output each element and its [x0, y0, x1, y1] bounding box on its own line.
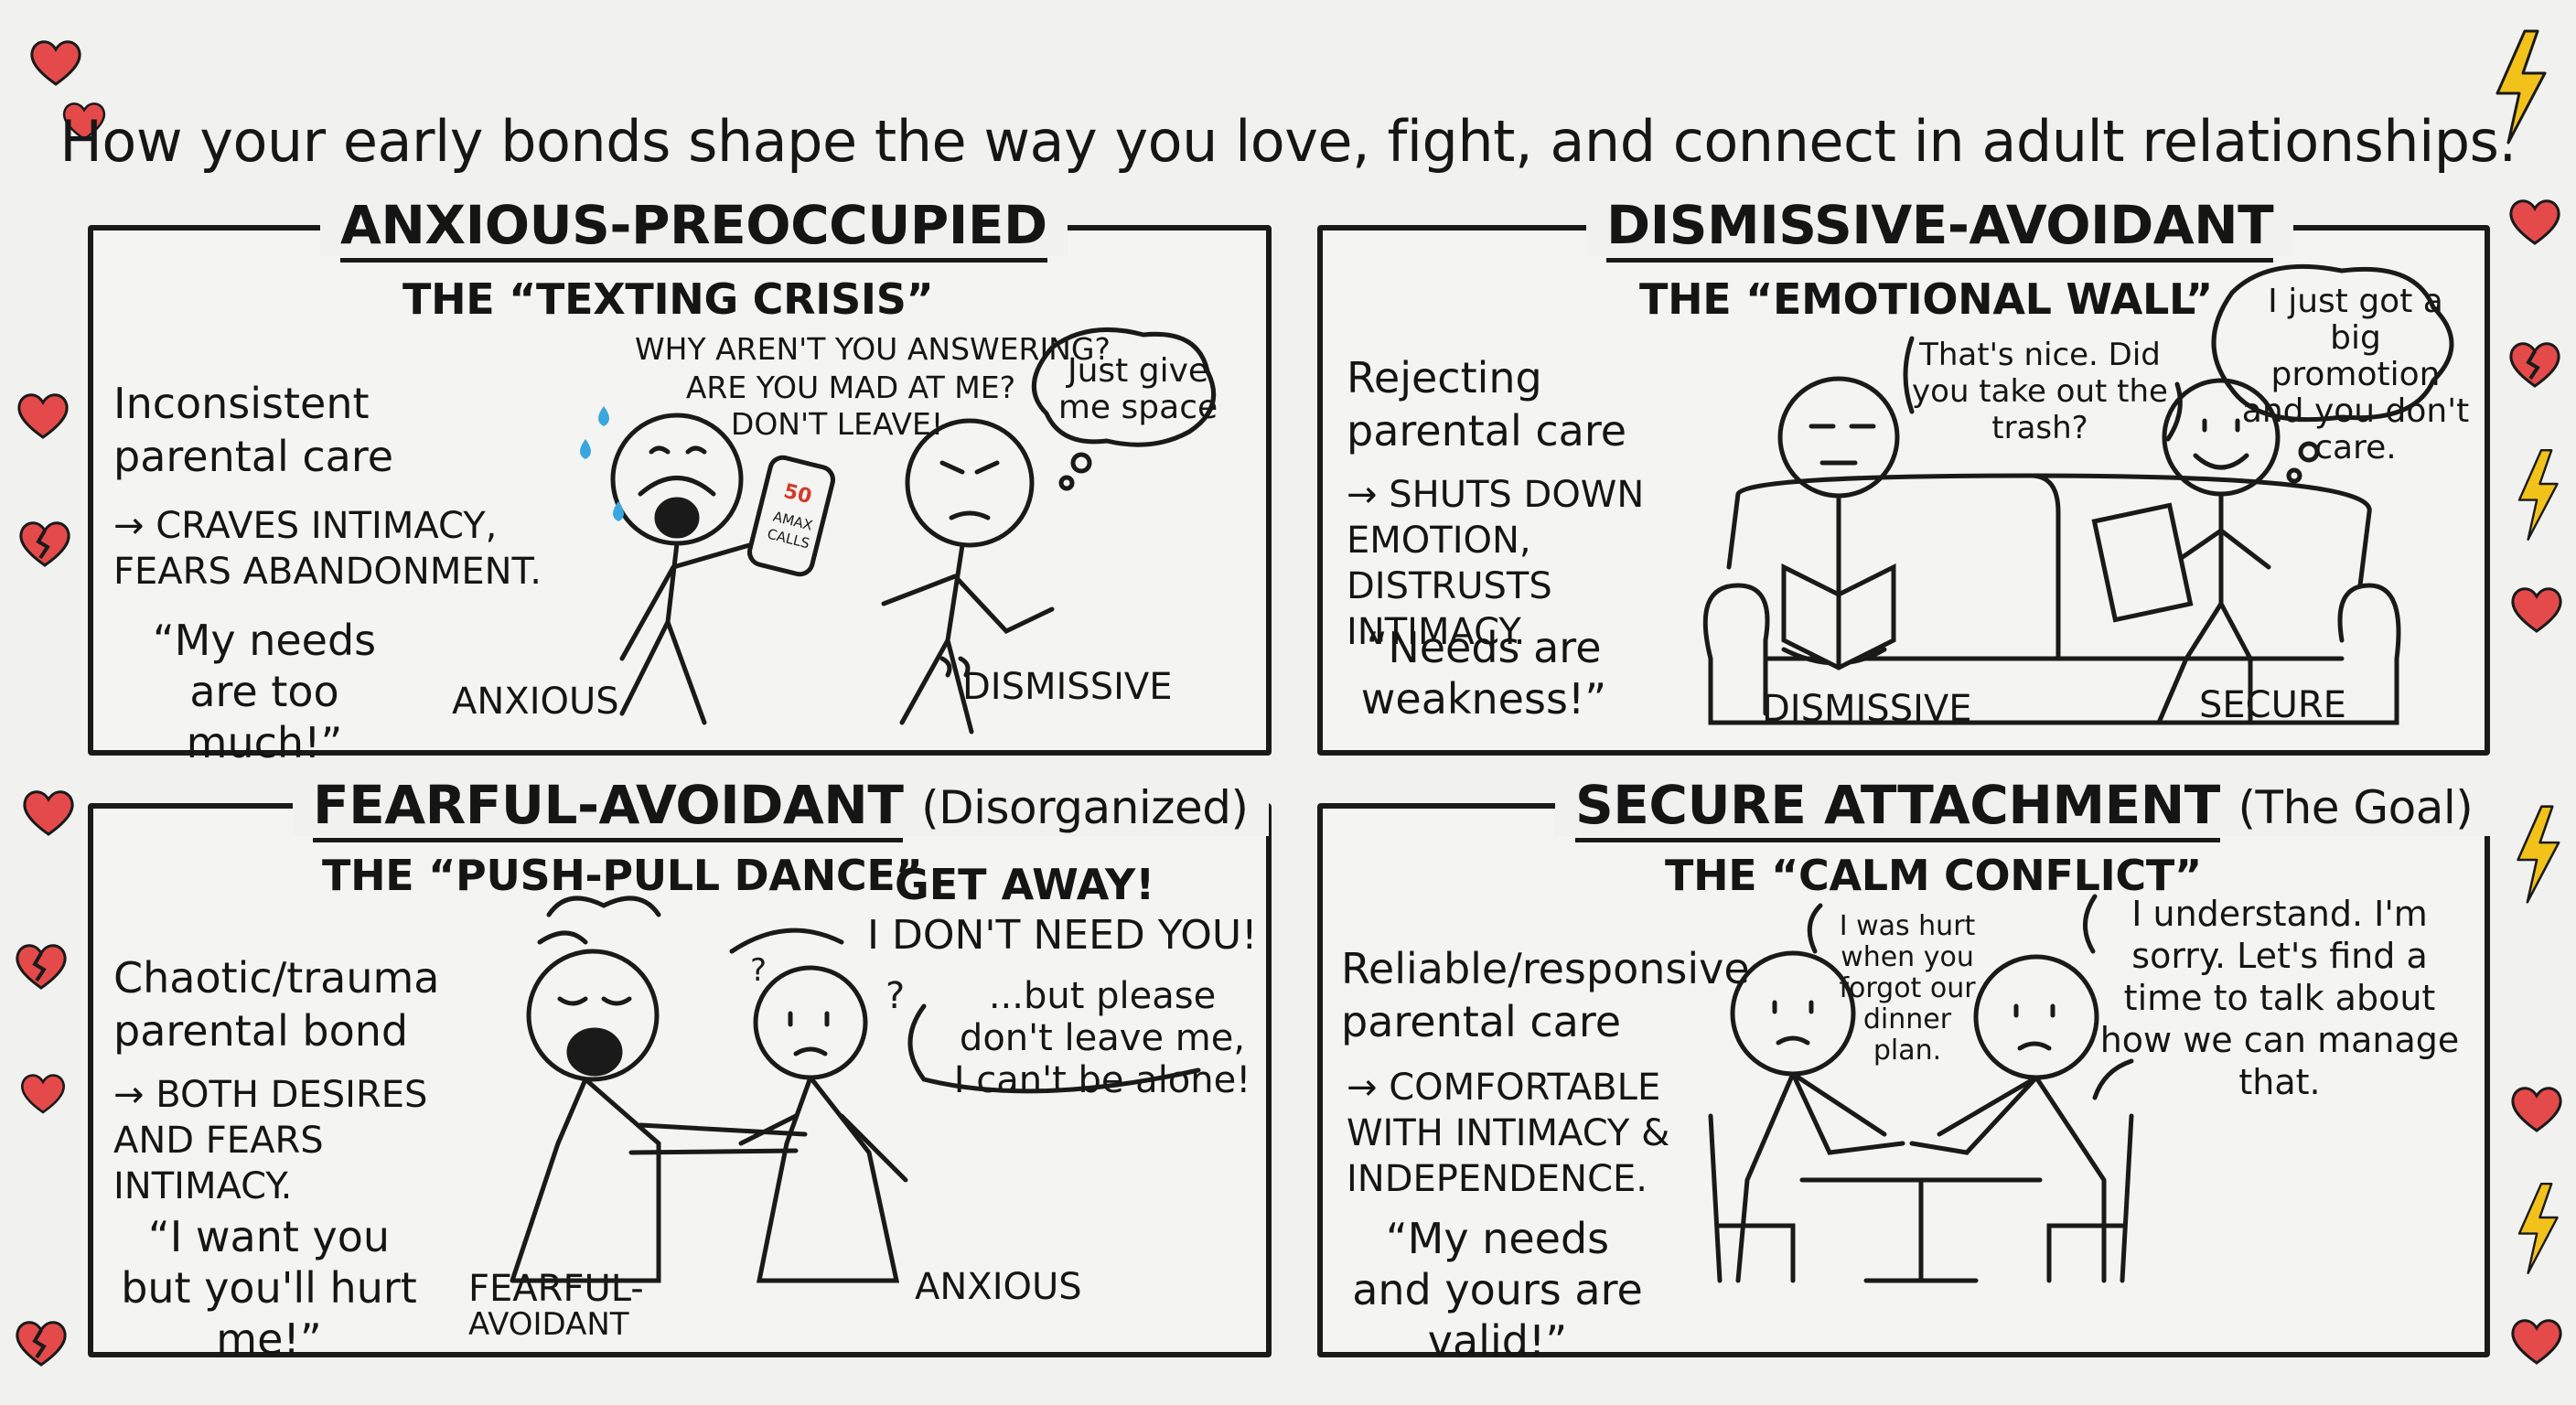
- question-mark-icon: ?: [886, 975, 905, 1017]
- quote-text: “I want you but you'll hurt me!”: [121, 1212, 417, 1364]
- speech-bubble-text: I was hurt when you forgot our dinner pl…: [1839, 910, 1976, 1067]
- scene-title: THE “EMOTIONAL WALL”: [1639, 274, 2213, 324]
- character-label: AVOIDANT: [468, 1306, 629, 1343]
- panel-fearful-avoidant: [88, 803, 1272, 1357]
- heart-icon: [20, 787, 77, 838]
- lightning-bolt-icon: [2512, 1178, 2563, 1279]
- thought-bubble-text: Just give me space: [1057, 352, 1218, 426]
- panel-anxious-preoccupied: [88, 225, 1272, 756]
- speech-bubble-text: GET AWAY!: [895, 860, 1155, 909]
- scene-title: THE “PUSH-PULL DANCE”: [322, 851, 923, 900]
- quote-text: “Needs are weakness!”: [1360, 623, 1607, 724]
- speech-bubble-text: WHY AREN'T YOU ANSWERING?: [635, 331, 1111, 367]
- speech-bubble-text: ...but please don't leave me, I can't be…: [953, 975, 1251, 1101]
- broken-heart-icon: [2506, 338, 2563, 390]
- lightning-bolt-icon: [2512, 445, 2563, 545]
- heart-icon: [15, 390, 71, 441]
- panel-title-text: FEARFUL-AVOIDANT: [313, 774, 904, 842]
- effect-text: → COMFORTABLE WITH INTIMACY & INDEPENDEN…: [1347, 1067, 1670, 1200]
- quote-text: “My needs and yours are valid!”: [1352, 1214, 1643, 1366]
- panel-secure-attachment: [1317, 803, 2490, 1357]
- character-label: DISMISSIVE: [962, 666, 1173, 708]
- heart-icon: [2506, 196, 2563, 247]
- heart-icon: [27, 37, 84, 88]
- panel-title-paren: (The Goal): [2238, 781, 2474, 834]
- speech-bubble-text: I DON'T NEED YOU!: [867, 912, 1258, 959]
- panel-title-text: SECURE ATTACHMENT: [1575, 774, 2220, 842]
- character-label: SECURE: [2199, 684, 2346, 726]
- heart-icon: [2508, 1083, 2565, 1134]
- character-label: ANXIOUS: [915, 1266, 1082, 1308]
- heart-icon: [2508, 584, 2565, 635]
- broken-heart-icon: [13, 1317, 70, 1368]
- effect-text: → BOTH DESIRES AND FEARS INTIMACY.: [113, 1074, 428, 1207]
- panel-title-text: DISMISSIVE-AVOIDANT: [1606, 194, 2274, 263]
- cause-text: Reliable/responsive parental care: [1341, 944, 1750, 1046]
- cause-text: Chaotic/trauma parental bond: [113, 953, 440, 1056]
- speech-bubble-text: DON'T LEAVE!: [730, 406, 944, 442]
- character-label: ANXIOUS: [452, 681, 619, 723]
- speech-bubble-text: I understand. I'm sorry. Let's find a ti…: [2099, 894, 2460, 1102]
- panel-title: FEARFUL-AVOIDANT (Disorganized): [293, 774, 1269, 842]
- page-subtitle: How your early bonds shape the way you l…: [59, 108, 2517, 175]
- panel-title: SECURE ATTACHMENT (The Goal): [1555, 774, 2494, 842]
- cause-text: Inconsistent parental care: [113, 379, 394, 481]
- heart-icon: [2508, 1315, 2565, 1367]
- quote-text: “My needs are too much!”: [152, 616, 377, 767]
- cause-text: Rejecting parental care: [1347, 353, 1627, 456]
- panel-title-paren: (Disorganized): [921, 781, 1249, 834]
- heart-icon: [60, 99, 108, 143]
- thought-bubble-text: I just got a big promotion and you don't…: [2241, 283, 2470, 467]
- scene-title: THE “TEXTING CRISIS”: [402, 274, 934, 324]
- panel-title: ANXIOUS-PREOCCUPIED: [320, 194, 1068, 263]
- lightning-bolt-icon: [2510, 801, 2565, 907]
- lightning-bolt-icon: [2488, 27, 2552, 146]
- scene-title: THE “CALM CONFLICT”: [1665, 851, 2202, 900]
- speech-bubble-text: ARE YOU MAD AT ME?: [685, 370, 1016, 405]
- heart-icon: [18, 1070, 68, 1116]
- broken-heart-icon: [16, 518, 73, 569]
- effect-text: → SHUTS DOWN EMOTION, DISTRUSTS INTIMACY…: [1347, 474, 1645, 653]
- character-label: FEARFUL-: [468, 1268, 644, 1310]
- panel-title-text: ANXIOUS-PREOCCUPIED: [340, 194, 1047, 263]
- question-mark-icon: ?: [750, 952, 767, 989]
- speech-bubble-text: That's nice. Did you take out the trash?: [1912, 337, 2168, 446]
- broken-heart-icon: [13, 940, 70, 992]
- panel-title: DISMISSIVE-AVOIDANT: [1586, 194, 2294, 263]
- effect-text: → CRAVES INTIMACY, FEARS ABANDONMENT.: [113, 505, 542, 593]
